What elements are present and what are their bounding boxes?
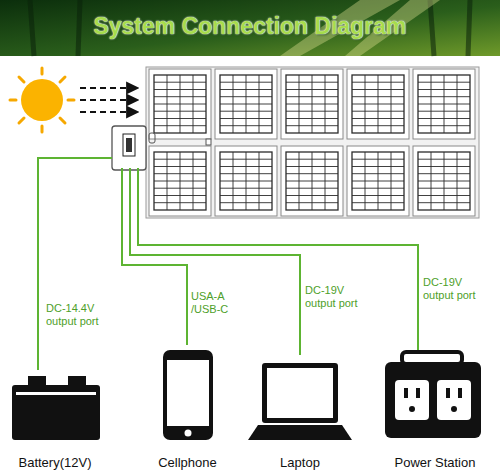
power-station-icon	[385, 352, 481, 438]
usb-slot	[126, 138, 132, 152]
panel-loop	[149, 133, 155, 143]
battery-terminal	[68, 376, 86, 386]
solar-cell	[281, 69, 343, 139]
port-label: DC-14.4V output port	[46, 302, 116, 328]
solar-cell	[347, 69, 409, 139]
laptop-base	[248, 425, 352, 440]
port-label: DC-19V output port	[305, 284, 377, 310]
sun-rays	[10, 68, 74, 132]
light-arrows	[80, 88, 138, 112]
junction-box	[112, 126, 146, 170]
solar-cell	[215, 69, 277, 139]
sun-ray	[41, 126, 44, 132]
battery-terminal	[28, 376, 46, 386]
wire-stubs	[122, 168, 138, 218]
device-label: Laptop	[235, 455, 365, 470]
phone-screen	[167, 360, 209, 426]
sun-ray	[19, 118, 24, 123]
solar-cell	[149, 146, 211, 216]
sun-ray	[60, 77, 65, 82]
junction-housing	[112, 126, 146, 170]
sun	[10, 68, 74, 132]
power-cable	[38, 158, 112, 370]
outlet	[395, 380, 429, 420]
tree-trunk	[78, 0, 80, 56]
outlet-slot	[458, 388, 462, 398]
device-label: Cellphone	[140, 455, 235, 470]
sun-disc	[21, 79, 63, 121]
power-cable	[138, 218, 418, 350]
solar-cell	[413, 69, 475, 139]
solar-panel	[146, 67, 479, 218]
phone-button	[185, 430, 192, 437]
tree-trunk	[430, 0, 434, 56]
solar-panel-node	[112, 66, 480, 218]
usb-port	[123, 134, 135, 156]
power-cable	[130, 218, 300, 355]
solar-cell	[281, 146, 343, 216]
wire-stub	[129, 168, 131, 218]
battery-band	[16, 392, 96, 395]
outlet-slot	[446, 388, 450, 398]
panel-loop	[206, 139, 211, 145]
device-node: Laptop	[245, 355, 355, 470]
sun-ray	[68, 99, 74, 102]
solar-cell	[413, 146, 475, 216]
solar-cell	[149, 69, 211, 139]
outlet-ground	[409, 406, 415, 412]
diagram-title: System Connection Diagram	[0, 13, 500, 40]
outlet	[437, 380, 471, 420]
light-arrow	[80, 99, 138, 101]
forest-banner	[0, 0, 500, 56]
outlet-slot	[404, 388, 408, 398]
sun-ray	[19, 77, 24, 82]
laptop-lid	[262, 363, 338, 423]
light-arrow	[80, 87, 138, 89]
light-arrow	[80, 111, 138, 113]
sun-ray	[10, 99, 16, 102]
device-node: Battery(12V)	[5, 370, 105, 470]
wire-stub	[137, 168, 139, 218]
outlet-ground	[451, 406, 457, 412]
port-label: DC-19V output port	[423, 276, 495, 302]
device-node: Cellphone	[150, 345, 225, 470]
laptop-icon	[248, 363, 352, 440]
phone-icon	[163, 350, 213, 440]
station-body	[385, 362, 481, 438]
tree-trunk	[30, 0, 34, 56]
port-label: USA-A /USB-C	[191, 290, 241, 316]
sun-ray	[41, 68, 44, 74]
device-node: Power Station	[375, 350, 495, 470]
battery-icon	[12, 376, 100, 440]
solar-cell	[215, 146, 277, 216]
panel-fabric	[146, 67, 479, 218]
wire-stub	[121, 168, 123, 218]
laptop-screen	[267, 368, 333, 418]
outlet-slot	[416, 388, 420, 398]
battery-body	[12, 385, 100, 440]
solar-cell	[347, 146, 409, 216]
sun-ray	[60, 118, 65, 123]
device-label: Power Station	[365, 455, 500, 470]
tree-trunk	[468, 0, 470, 56]
device-label: Battery(12V)	[0, 455, 115, 470]
phone-body	[163, 350, 213, 440]
power-cable	[122, 218, 187, 345]
